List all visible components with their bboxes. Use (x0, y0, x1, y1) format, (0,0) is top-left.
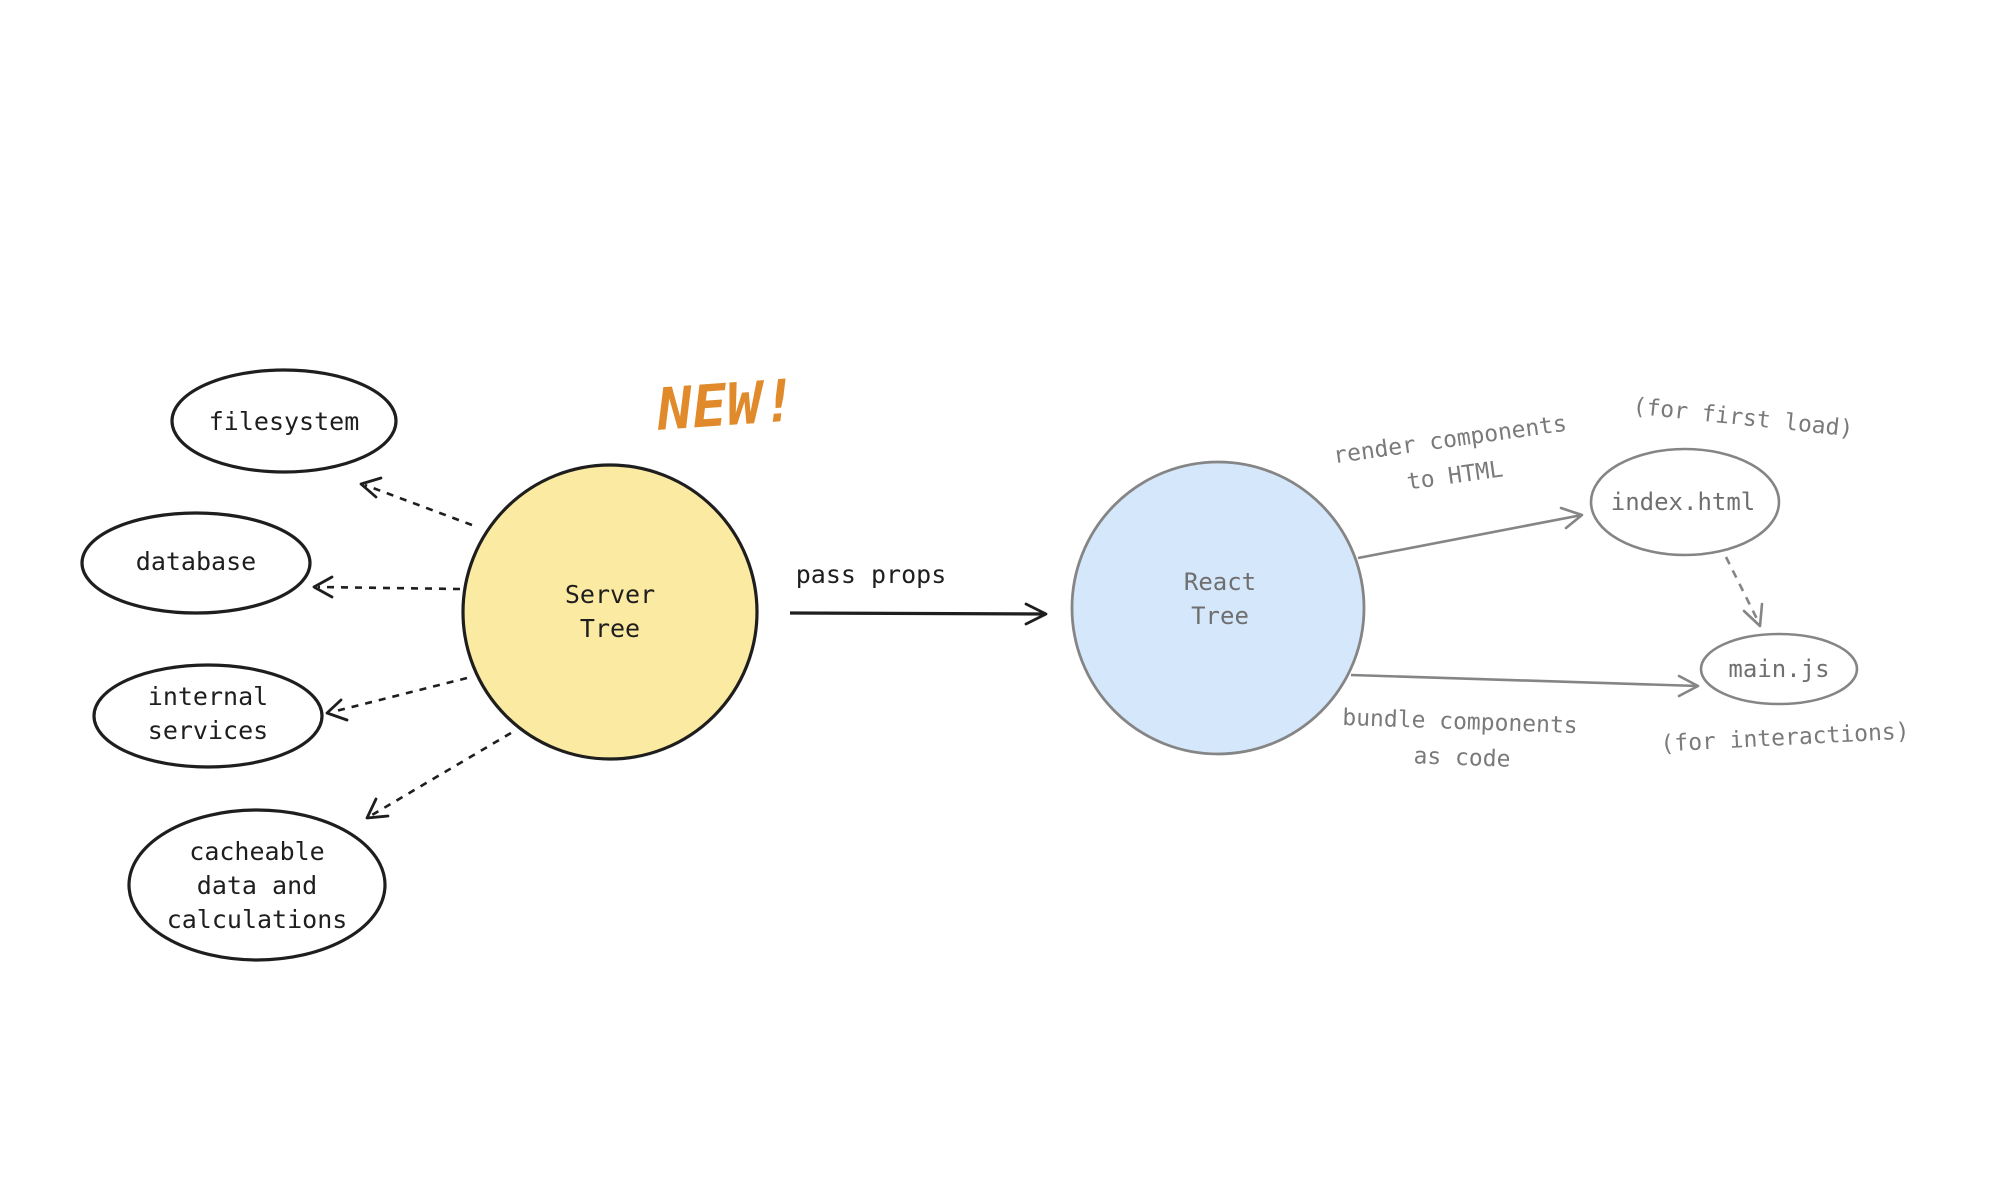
index-html-ellipse (1589, 447, 1781, 557)
index-to-main-line (1724, 556, 1760, 622)
server-to-database-arrow (312, 575, 461, 599)
index-html-note: (for first load) (1631, 393, 1854, 442)
cacheable-data-label-line-2: data and (197, 871, 317, 900)
index-to-main-arrowhead (1742, 602, 1764, 628)
data-source-filesystem: filesystem (170, 368, 398, 474)
cacheable-data-ellipse (127, 808, 387, 962)
pass-props-label: pass props (796, 560, 947, 589)
render-html-edge: render components to HTML (1332, 411, 1584, 560)
render-html-label-line-2: to HTML (1405, 456, 1505, 495)
pass-props-edge: pass props (789, 560, 1048, 626)
internal-services-label-line-2: services (148, 716, 268, 745)
internal-services-label-line-1: internal (148, 682, 268, 711)
server-to-filesystem-arrow (359, 476, 473, 527)
pass-props-line (789, 611, 1046, 616)
data-source-database: database (80, 511, 312, 615)
server-to-cacheable-data-arrow (365, 731, 512, 820)
filesystem-label: filesystem (209, 407, 360, 436)
server-tree-label-line-2: Tree (580, 614, 640, 643)
render-html-label-line-1: render components (1332, 411, 1569, 470)
react-tree-circle (1070, 460, 1366, 756)
pass-props-arrowhead (1024, 602, 1048, 626)
database-ellipse (80, 511, 312, 615)
react-tree-node: React Tree (1070, 460, 1366, 756)
main-js-ellipse (1699, 632, 1859, 706)
bundle-code-line (1350, 673, 1699, 688)
cacheable-data-label-line-3: calculations (167, 905, 348, 934)
main-js-label: main.js (1728, 655, 1829, 683)
server-to-filesystem-line (364, 483, 473, 527)
data-source-internal-services: internal services (92, 663, 324, 769)
server-to-filesystem-arrowhead (359, 476, 383, 499)
server-to-cacheable-data-arrowhead (365, 797, 390, 820)
new-badge: NEW! (654, 366, 799, 444)
index-html-node: (for first load) index.html (1589, 393, 1855, 557)
react-tree-label-line-1: React (1184, 568, 1256, 596)
index-html-label: index.html (1611, 488, 1756, 516)
bundle-code-arrowhead (1677, 674, 1700, 698)
server-tree-node: Server Tree (461, 463, 759, 761)
bundle-code-label-line-2: as code (1413, 743, 1511, 772)
react-tree-label-line-2: Tree (1191, 602, 1249, 630)
render-html-arrowhead (1559, 506, 1584, 530)
server-to-internal-services-arrow (325, 676, 468, 722)
database-label: database (136, 547, 256, 576)
cacheable-data-label-line-1: cacheable (189, 837, 324, 866)
server-to-internal-services-line (331, 676, 468, 714)
server-tree-label-line-1: Server (565, 580, 655, 609)
bundle-code-label-line-1: bundle components (1342, 705, 1578, 739)
server-to-cacheable-data-line (371, 731, 512, 817)
main-js-node: main.js (for interactions) (1660, 632, 1910, 758)
data-source-cacheable-data: cacheable data and calculations (127, 808, 387, 962)
index-to-main-arrow (1724, 556, 1764, 628)
server-to-database-arrowhead (312, 575, 334, 599)
render-html-line (1357, 513, 1583, 560)
bundle-code-edge: bundle components as code (1342, 673, 1700, 773)
server-to-internal-services-arrowhead (325, 698, 349, 722)
filesystem-ellipse (170, 368, 398, 474)
server-tree-circle (461, 463, 759, 761)
main-js-note: (for interactions) (1660, 718, 1910, 757)
server-to-database-line (317, 585, 461, 591)
internal-services-ellipse (92, 663, 324, 769)
